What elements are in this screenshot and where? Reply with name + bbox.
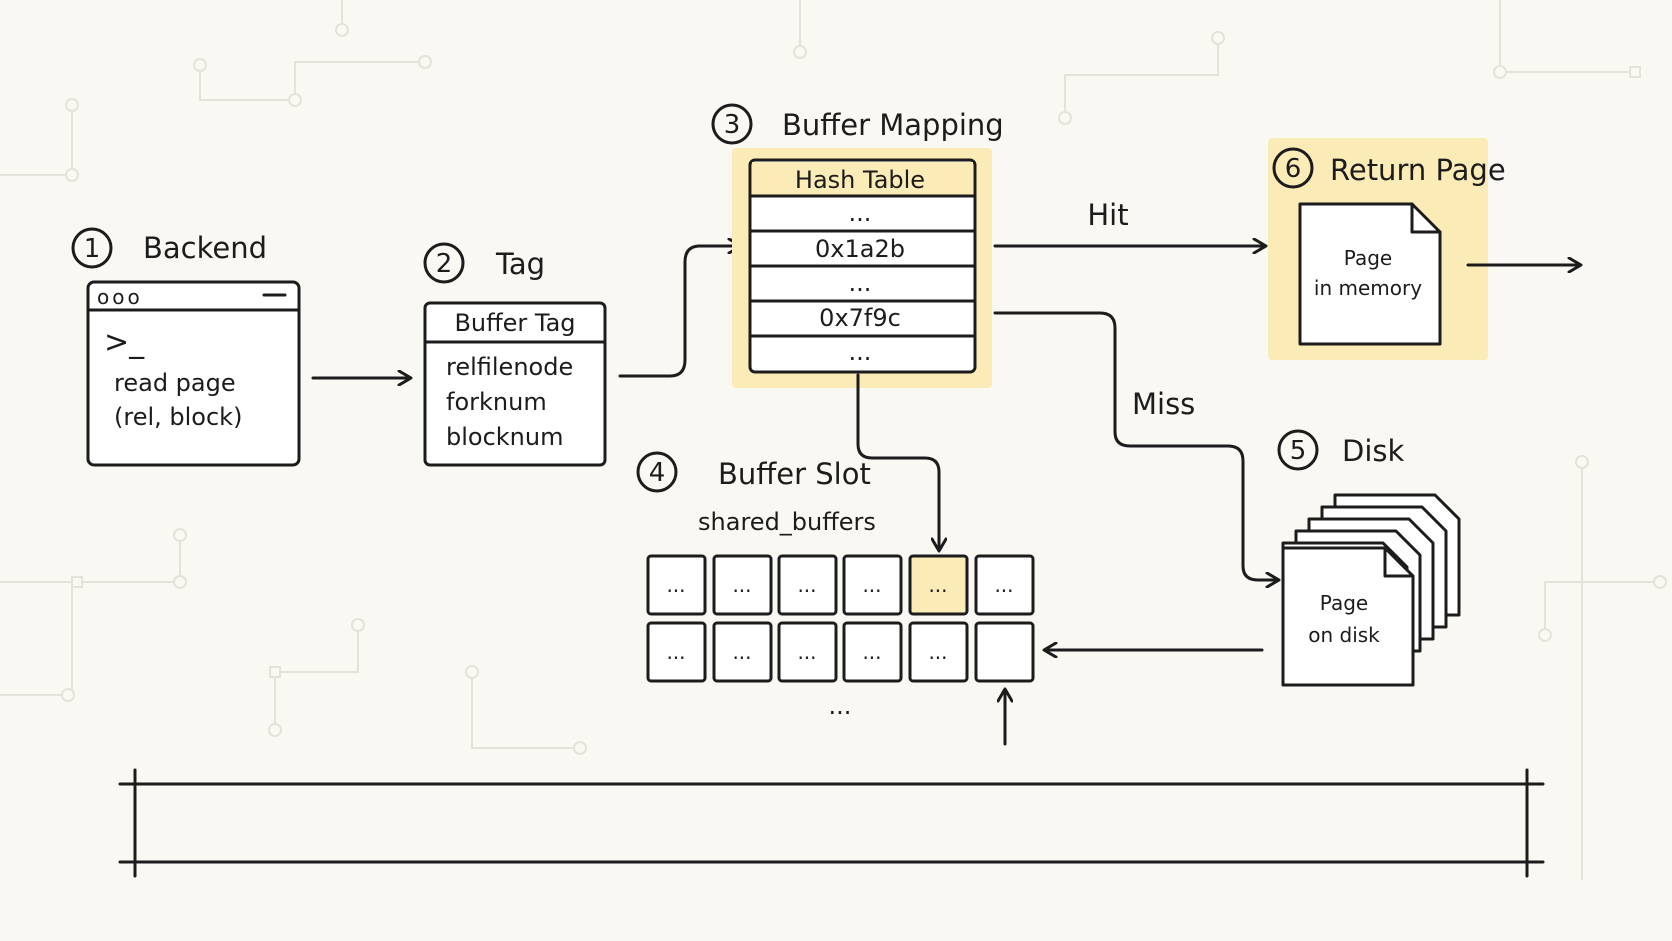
step-disk: 5 Disk Page on disk <box>1277 429 1461 687</box>
page-on-disk-icon <box>1281 546 1415 687</box>
memory-page-line-1: Page <box>1344 246 1392 270</box>
buffer-cell-text: ... <box>732 573 751 597</box>
hash-table-row: ... <box>849 269 872 297</box>
buffer-cell <box>974 554 1035 616</box>
page-in-memory-icon <box>1298 202 1442 346</box>
step-buffer-mapping: 3 Buffer Mapping Hash Table ... 0x1a2b .… <box>711 103 1004 388</box>
step-buffer-slot: 4 Buffer Slot shared_buffers ... ... ...… <box>636 451 1035 720</box>
arrow-tag-to-mapping <box>618 246 740 378</box>
buffer-cell-text: ... <box>928 640 947 664</box>
hash-table-row: 0x7f9c <box>819 304 901 332</box>
buffer-cell <box>842 554 903 616</box>
hash-table-header: Hash Table <box>795 166 925 194</box>
step-number: 3 <box>724 110 741 140</box>
more-buffers-ellipsis: ... <box>829 692 852 720</box>
shared-buffers-label: shared_buffers <box>698 508 876 536</box>
step-tag: 2 Tag Buffer Tag relfilenode forknum blo… <box>423 242 607 467</box>
miss-label: Miss <box>1132 387 1195 421</box>
step-number: 2 <box>436 249 453 279</box>
step-number-badge <box>1272 147 1314 189</box>
backend-line-1: read page <box>114 369 236 397</box>
step-backend: 1 Backend ooo >_ read page (rel, block) <box>71 227 301 467</box>
buffer-cell <box>777 554 838 616</box>
buffer-cell <box>908 621 969 683</box>
terminal-window <box>86 280 301 467</box>
step-number-badge <box>71 227 113 269</box>
hash-table-row: ... <box>849 199 872 227</box>
step-number: 1 <box>84 234 101 264</box>
hash-table-row: ... <box>849 338 872 366</box>
buffer-cell-text: ... <box>797 640 816 664</box>
buffer-cell-text: ... <box>862 573 881 597</box>
step-number-badge <box>711 103 753 145</box>
disk-page-line-2: on disk <box>1308 623 1380 647</box>
buffer-cell-text: ... <box>994 573 1013 597</box>
arrow-mapping-to-slot <box>856 373 939 550</box>
buffer-cell-empty <box>974 621 1035 683</box>
buffer-cell-text: ... <box>666 640 685 664</box>
tag-title: Tag <box>495 247 545 281</box>
buffer-cell-text: ... <box>666 573 685 597</box>
buffer-cell-text: ... <box>797 573 816 597</box>
hit-label: Hit <box>1087 198 1128 232</box>
shared-buffers-grid: ... ... ... ... ... ... ... ... ... ... … <box>646 554 1035 683</box>
buffer-cell-text: ... <box>732 640 751 664</box>
buffer-cell <box>646 621 707 683</box>
buffer-cell-text: ... <box>862 640 881 664</box>
buffer-cell-text: ... <box>928 573 947 597</box>
bottom-band <box>118 768 1545 878</box>
buffer-cell <box>712 554 773 616</box>
step-number: 5 <box>1290 436 1307 466</box>
background-circuit-decoration <box>0 0 1667 880</box>
buffer-slot-title: Buffer Slot <box>718 457 871 491</box>
tag-field: relfilenode <box>446 353 573 381</box>
buffer-cell <box>777 621 838 683</box>
buffer-cell <box>646 554 707 616</box>
disk-page-line-1: Page <box>1320 591 1368 615</box>
backend-title: Backend <box>143 231 267 265</box>
arrow-miss <box>993 311 1278 580</box>
buffer-cell <box>712 621 773 683</box>
step-number: 6 <box>1285 154 1302 184</box>
memory-page-line-2: in memory <box>1314 276 1422 300</box>
buffer-tag-header: Buffer Tag <box>454 309 575 337</box>
disk-title: Disk <box>1342 434 1404 468</box>
buffer-cell-selected <box>908 554 969 616</box>
step-number: 4 <box>649 458 666 488</box>
step-return-page: 6 Return Page Page in memory <box>1268 138 1506 360</box>
buffer-cell <box>842 621 903 683</box>
step-number-badge <box>423 242 465 284</box>
return-page-title: Return Page <box>1330 153 1506 187</box>
window-controls: ooo <box>97 285 143 309</box>
backend-line-2: (rel, block) <box>114 403 242 431</box>
hash-table-row: 0x1a2b <box>815 235 905 263</box>
step-number-badge <box>636 451 678 493</box>
mapping-title: Buffer Mapping <box>782 108 1004 142</box>
tag-field: blocknum <box>446 423 563 451</box>
step-number-badge <box>1277 429 1319 471</box>
terminal-prompt-icon: >_ <box>104 325 145 360</box>
tag-field: forknum <box>446 388 547 416</box>
